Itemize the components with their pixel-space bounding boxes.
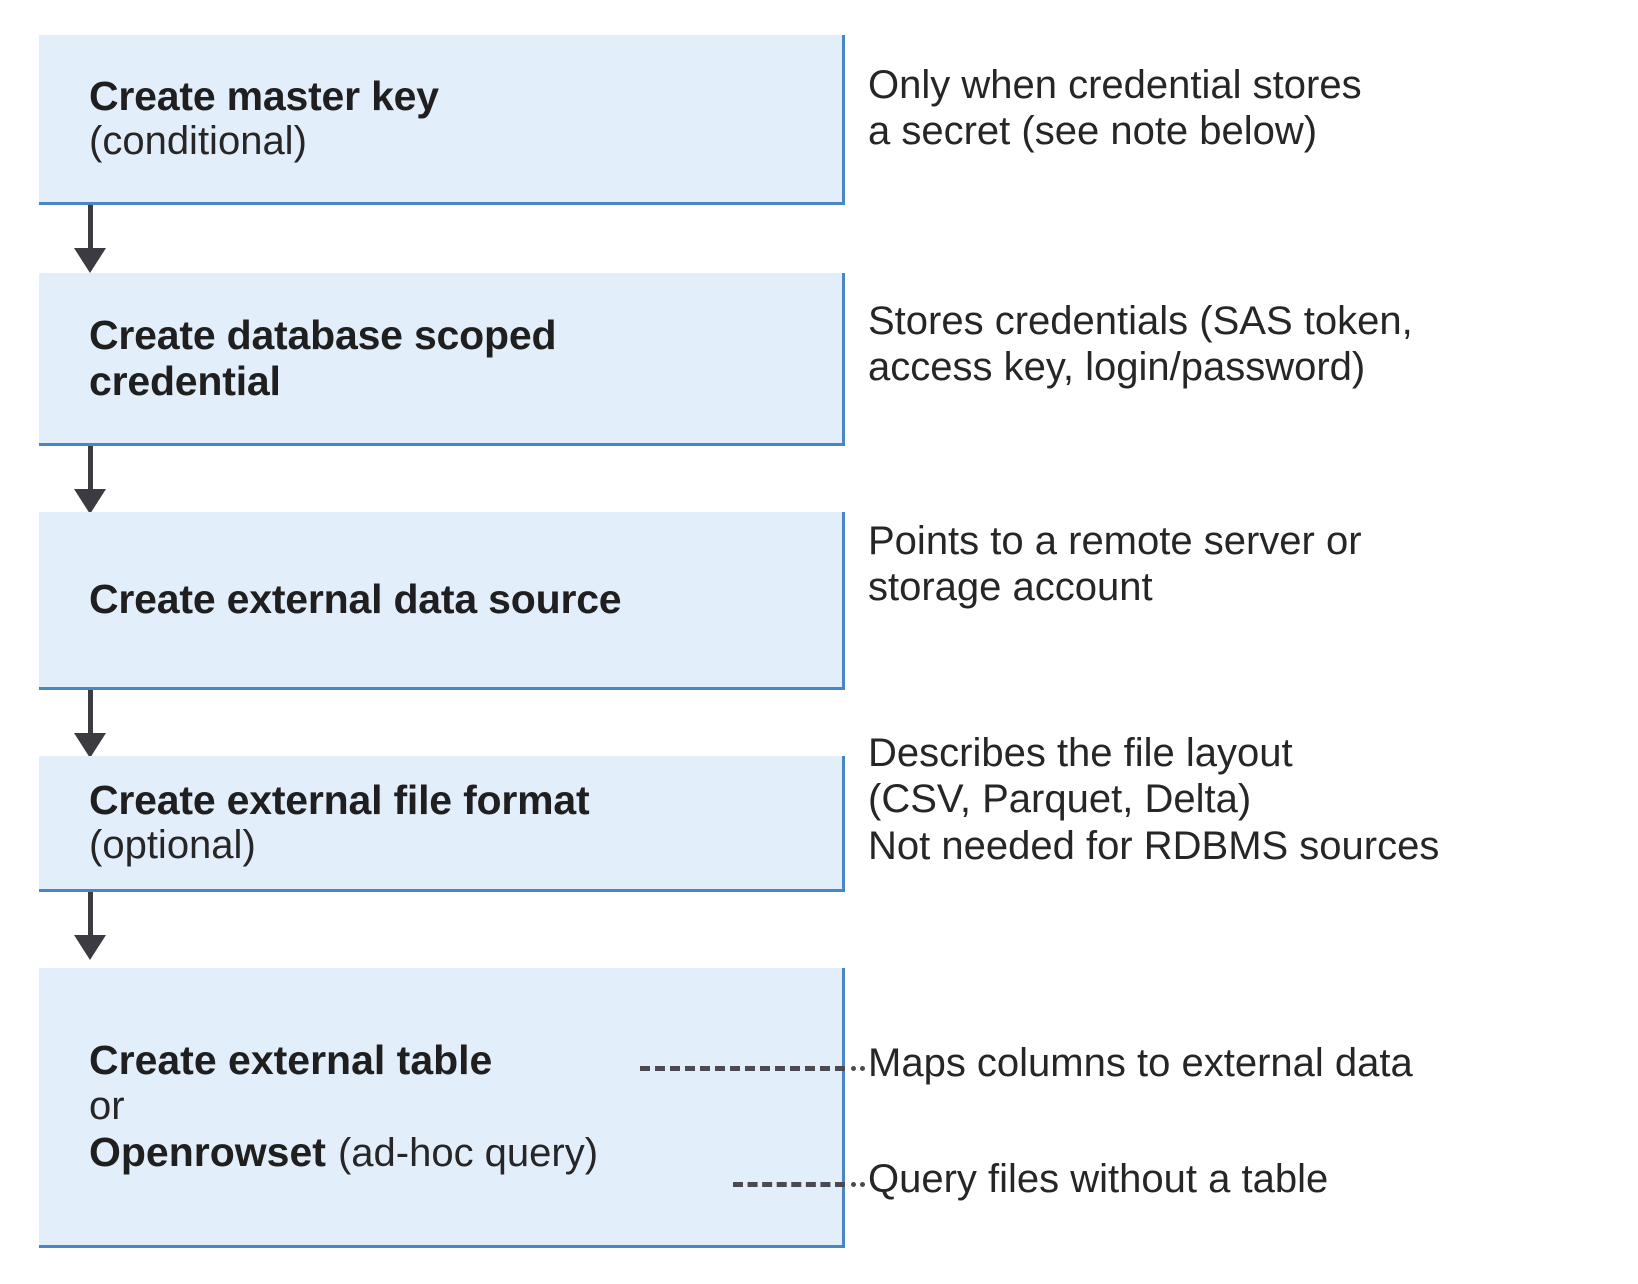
- step-box-create-external-table-or-openrowset[interactable]: Create external table or Openrowset (ad-…: [39, 968, 845, 1248]
- step-box-create-external-data-source[interactable]: Create external data source: [39, 512, 845, 690]
- step-box-content: Create database scoped credential: [39, 273, 842, 443]
- step-box-create-database-scoped-credential[interactable]: Create database scoped credential: [39, 273, 845, 446]
- step-box-create-master-key[interactable]: Create master key (conditional): [39, 35, 845, 205]
- step-alternative-separator: or: [89, 1083, 125, 1128]
- step-subtitle: (conditional): [89, 119, 307, 164]
- arrow-down-3: [74, 690, 106, 758]
- step-description-create-external-data-source: Points to a remote server or storage acc…: [868, 519, 1362, 610]
- step-box-create-external-file-format[interactable]: Create external file format (optional): [39, 756, 845, 892]
- step-alternative-qualifier: (ad-hoc query): [337, 1131, 599, 1176]
- arrow-down-4: [74, 892, 106, 960]
- arrow-down-2: [74, 446, 106, 514]
- step-alternative-row: Openrowset (ad-hoc query): [89, 1129, 830, 1176]
- dashed-connector-external-table-stub: [851, 1066, 865, 1071]
- step-box-content: Create master key (conditional): [39, 35, 842, 202]
- step-subtitle: (optional): [89, 823, 256, 868]
- step-box-content: Create external table or Openrowset (ad-…: [39, 968, 842, 1245]
- step-description-openrowset: Query files without a table: [868, 1157, 1329, 1201]
- step-title: Create external table: [89, 1036, 493, 1083]
- dashed-connector-external-table: [640, 1066, 845, 1071]
- step-title: Create external file format: [89, 776, 590, 823]
- step-description-create-master-key: Only when credential stores a secret (se…: [868, 63, 1362, 154]
- step-description-create-external-file-format: Describes the file layout (CSV, Parquet,…: [868, 731, 1440, 868]
- step-box-content: Create external data source: [39, 512, 842, 687]
- arrow-down-1: [74, 205, 106, 273]
- step-alternative-name: Openrowset: [89, 1129, 326, 1176]
- step-description-create-database-scoped-credential: Stores credentials (SAS token, access ke…: [868, 299, 1413, 390]
- step-title: Create master key: [89, 72, 439, 119]
- step-title: Create external data source: [89, 576, 622, 623]
- dashed-connector-openrowset: [733, 1182, 845, 1187]
- step-box-content: Create external file format (optional): [39, 756, 842, 889]
- step-title-row: Create external table: [89, 1037, 830, 1084]
- dashed-connector-openrowset-stub: [851, 1182, 865, 1187]
- step-title: Create database scoped credential: [89, 311, 557, 404]
- step-description-create-external-table: Maps columns to external data: [868, 1041, 1413, 1085]
